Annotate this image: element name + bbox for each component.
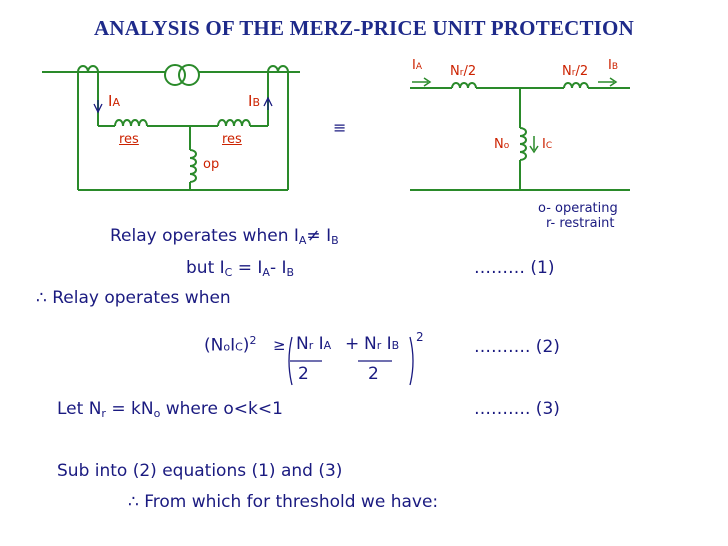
eq-geq: ≥ <box>273 336 286 354</box>
label-right-ia: IA <box>412 58 423 73</box>
op-coil <box>189 149 197 183</box>
label-ic: IC <box>542 137 553 152</box>
arrow-ia <box>93 103 103 114</box>
label-ib: IB <box>248 92 260 110</box>
eq-bracket-left <box>288 336 293 386</box>
eq-power: 2 <box>416 330 424 344</box>
coil-nr-right <box>563 82 589 89</box>
transformer-coil-2 <box>178 64 200 86</box>
line-let-nr: Let Nr = kNo where o<k<1 <box>57 399 283 420</box>
eq-plus: + <box>345 334 360 354</box>
eq-bracket-right <box>409 336 414 386</box>
ct-right <box>267 65 289 73</box>
eq-denominator-2: 2 <box>368 364 379 384</box>
label-nr-right: Nr/2 <box>562 64 589 79</box>
legend-restraint: r- restraint <box>546 216 615 231</box>
eq-term-1: Nr IA <box>296 334 332 354</box>
label-ia: IA <box>108 92 120 110</box>
line-relay-operates-when: ∴ Relay operates when <box>36 288 231 308</box>
eq-denominator-1: 2 <box>298 364 309 384</box>
line-ic-equation: but IC = IA- IB <box>186 258 295 279</box>
transformer-coil-1 <box>164 64 186 86</box>
coil-nr-left <box>451 82 477 89</box>
equivalence-symbol: ≡ <box>333 118 347 137</box>
label-right-ib: IB <box>608 58 619 73</box>
label-nr-left: Nr/2 <box>450 64 477 79</box>
legend-operating: o- operating <box>538 201 618 216</box>
coil-no <box>519 127 527 161</box>
slide-title: ANALYSIS OF THE MERZ-PRICE UNIT PROTECTI… <box>94 16 634 40</box>
eq-ref-3: ………. (3) <box>474 399 560 419</box>
eq-ref-2: ………. (2) <box>474 337 560 357</box>
arrow-ib <box>263 96 273 107</box>
line-relay-operates-condition: Relay operates when IA≠ IB <box>110 226 339 247</box>
label-op: op <box>203 157 220 172</box>
label-res-right: res <box>222 132 242 147</box>
line-sub-into: Sub into (2) equations (1) and (3) <box>57 461 343 481</box>
eq-term-2: Nr IB <box>364 334 400 354</box>
line-threshold: ∴ From which for threshold we have: <box>128 492 439 512</box>
label-no: No <box>494 137 510 152</box>
eq-lhs: (NoIC)2 <box>204 334 257 356</box>
eq-ref-1: ……… (1) <box>474 258 555 278</box>
res-coil-right <box>217 119 251 127</box>
label-res-left: res <box>119 132 139 147</box>
ct-left <box>77 65 99 73</box>
res-coil-left <box>114 119 148 127</box>
